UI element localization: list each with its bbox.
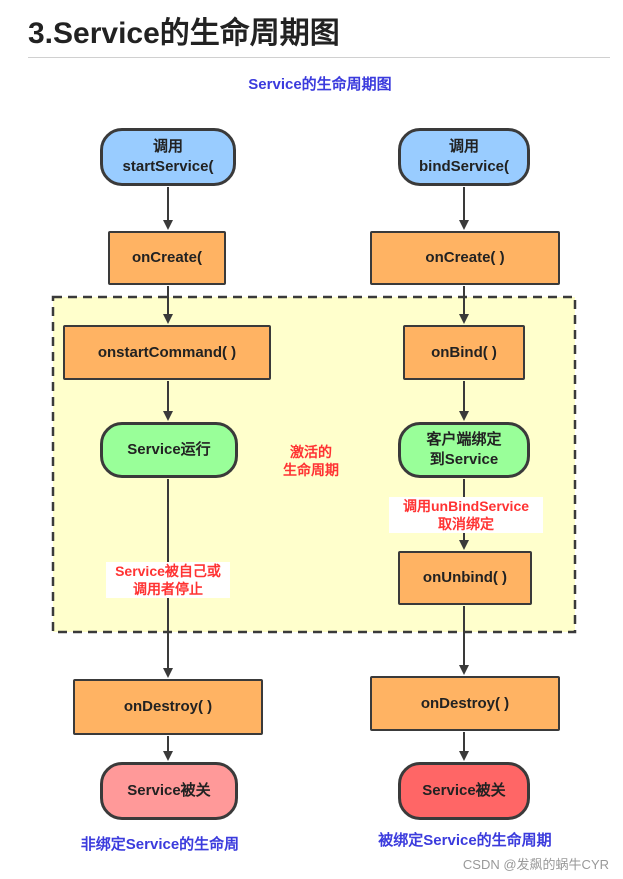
bind-service-node: 调用 bindService( <box>398 128 530 186</box>
onunbind-node: onUnbind( ) <box>398 551 532 605</box>
client-bound-node: 客户端绑定 到Service <box>398 422 530 478</box>
diagram-title: Service的生命周期图 <box>248 76 392 93</box>
service-running-node: Service运行 <box>100 422 238 478</box>
left-service-closed-node: Service被关 <box>100 762 238 820</box>
unbind-label: 调用unBindService 取消绑定 <box>389 497 543 533</box>
active-lifecycle-label: 激活的 生命周期 <box>283 444 339 478</box>
stop-label: Service被自己或 调用者停止 <box>106 562 230 598</box>
left-caption: 非绑定Service的生命周 <box>80 836 240 853</box>
right-service-closed-node: Service被关 <box>398 762 530 820</box>
onbind-node: onBind( ) <box>403 325 525 380</box>
right-caption: 被绑定Service的生命周期 <box>378 832 552 849</box>
onstartcommand-node: onstartCommand( ) <box>63 325 271 380</box>
page-heading: 3.Service的生命周期图 <box>28 17 340 50</box>
heading-divider <box>28 57 610 58</box>
start-service-node: 调用 startService( <box>100 128 236 186</box>
left-oncreate-node: onCreate( <box>108 231 226 285</box>
right-ondestroy-node: onDestroy( ) <box>370 676 560 731</box>
watermark: CSDN @发飙的蜗牛CYR <box>462 857 609 872</box>
right-oncreate-node: onCreate( ) <box>370 231 560 285</box>
left-ondestroy-node: onDestroy( ) <box>73 679 263 735</box>
